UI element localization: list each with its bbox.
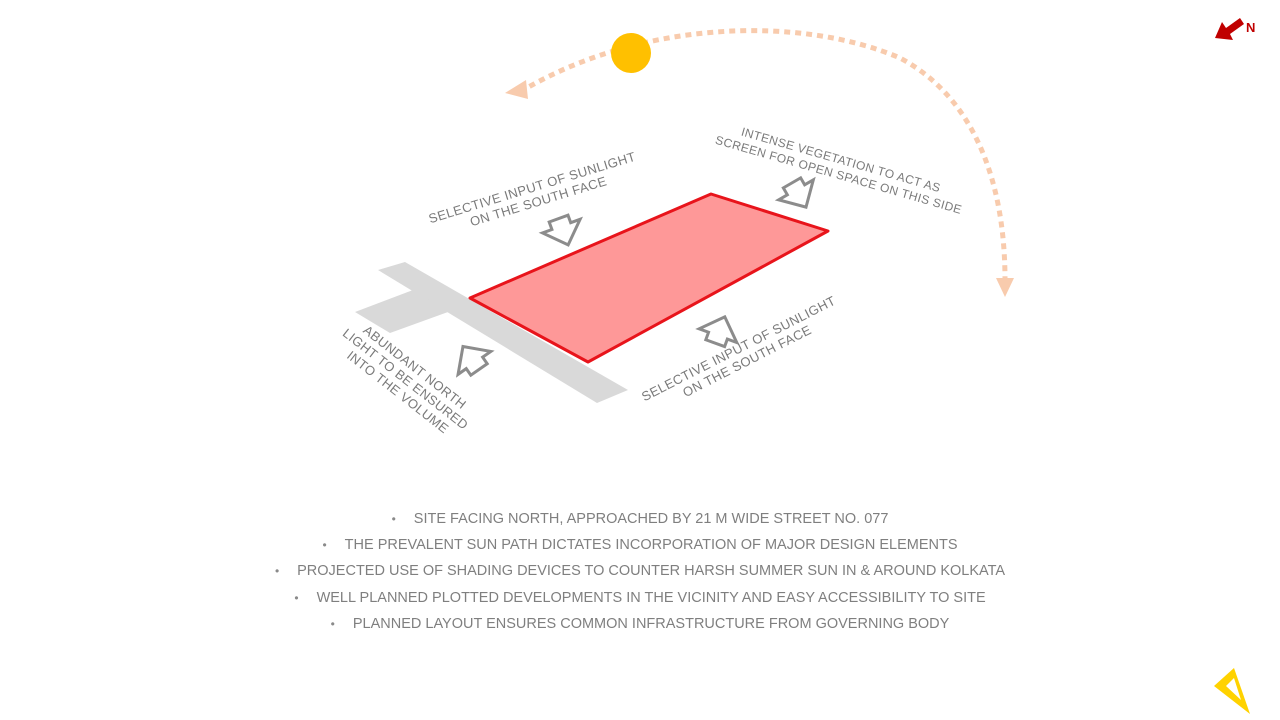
- note-item: • WELL PLANNED PLOTTED DEVELOPMENTS IN TH…: [0, 585, 1280, 611]
- bullet: •: [391, 512, 396, 526]
- bullet: •: [274, 564, 280, 579]
- bullet: •: [330, 616, 335, 631]
- note-text: THE PREVALENT SUN PATH DICTATES INCORPOR…: [344, 537, 958, 554]
- site-analysis-diagram: SELECTIVE INPUT OF SUNLIGHT ON THE SOUTH…: [331, 18, 1255, 447]
- sun-icon: [611, 33, 651, 73]
- set-square-logo-icon: [1214, 668, 1250, 714]
- note-item: • PROJECTED USE OF SHADING DEVICES TO COU…: [0, 558, 1280, 584]
- road-main: [378, 262, 628, 403]
- bullet: •: [294, 590, 299, 605]
- north-light-arrow: [455, 344, 495, 378]
- annotation-north-light: ABUNDANT NORTH LIGHT TO BE ENSURED INTO …: [331, 314, 484, 447]
- sunlight-arrow-top: [538, 213, 583, 247]
- note-text: WELL PLANNED PLOTTED DEVELOPMENTS IN THE…: [316, 589, 986, 606]
- note-item: • THE PREVALENT SUN PATH DICTATES INCORPO…: [0, 532, 1280, 558]
- sunlight-arrow-bottom: [695, 314, 740, 349]
- sun-path-arc: [518, 28, 1008, 281]
- road-branch: [355, 290, 448, 333]
- sun-path-arrowhead-left: [505, 80, 528, 99]
- note-text: SITE FACING NORTH, APPROACHED BY 21 M WI…: [413, 511, 889, 527]
- note-text: PLANNED LAYOUT ENSURES COMMON INFRASTRUC…: [352, 615, 950, 632]
- bullet: •: [322, 538, 327, 553]
- note-item: • PLANNED LAYOUT ENSURES COMMON INFRASTRU…: [0, 611, 1280, 637]
- site-plot: [468, 192, 830, 364]
- note-text: PROJECTED USE OF SHADING DEVICES TO COUN…: [297, 563, 1006, 580]
- notes-list: • SITE FACING NORTH, APPROACHED BY 21 M W…: [0, 506, 1280, 637]
- annotation-south-face-top: SELECTIVE INPUT OF SUNLIGHT ON THE SOUTH…: [427, 148, 646, 241]
- annotation-vegetation: INTENSE VEGETATION TO ACT AS SCREEN FOR …: [714, 118, 968, 216]
- north-label: N: [1246, 20, 1255, 35]
- note-item: • SITE FACING NORTH, APPROACHED BY 21 M W…: [0, 506, 1280, 532]
- sun-path-arrowhead-right: [996, 278, 1014, 297]
- north-arrow-icon: [1215, 18, 1244, 40]
- vegetation-arrow: [774, 175, 816, 209]
